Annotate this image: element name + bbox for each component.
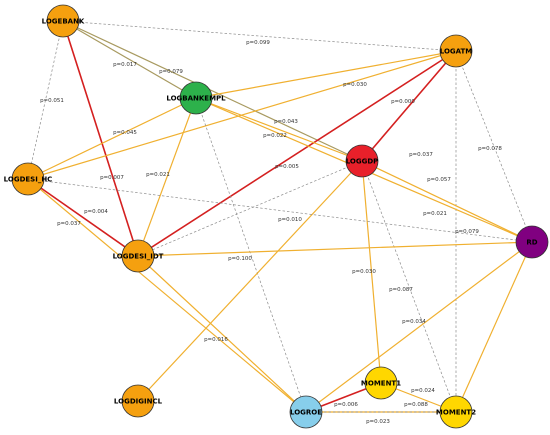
node-logdesi-idt[interactable]: LOGDESI_IDT (113, 239, 164, 273)
node-label: RD (526, 239, 537, 247)
edge-label: p=0.005 (275, 164, 299, 170)
node-circle (289, 395, 323, 429)
node-moment1[interactable]: MOMENT1 (361, 366, 401, 400)
node-label: LOGBANKEMPL (166, 95, 226, 103)
node-loggdp[interactable]: LOGGDP (345, 144, 379, 178)
edge-logdesi_hc-logroe (27, 178, 307, 413)
node-label: LOGROE (290, 409, 322, 417)
edge-label: p=0.024 (411, 388, 435, 394)
edge-label: p=0.023 (366, 419, 390, 425)
edge-label: p=0.100 (228, 256, 252, 262)
edge-label: p=0.078 (478, 146, 502, 152)
edge-logbankempl-loggdp (195, 97, 363, 162)
edge-logebank-logbankempl (62, 20, 197, 99)
edge-label: p=0.079 (455, 229, 479, 235)
node-moment2[interactable]: MOMENT2 (436, 395, 476, 429)
edge-label: p=0.045 (113, 130, 137, 136)
node-label: LOGDESI_IDT (113, 253, 164, 261)
edges-layer (27, 20, 533, 413)
node-circle (46, 4, 80, 38)
edge-loggdp-logdesi_idt (137, 160, 363, 257)
node-circle (439, 395, 473, 429)
edge-logdesi_hc-rd (27, 178, 533, 243)
edge-loggdp-moment1 (361, 160, 382, 384)
edge-label: p=0.021 (423, 211, 447, 217)
edge-label: p=0.079 (159, 69, 183, 75)
edge-label: p=0.007 (100, 175, 124, 181)
node-label: LOGATM (440, 48, 473, 56)
edge-logatm-logbankempl (195, 50, 457, 99)
node-circle (439, 34, 473, 68)
edge-label: p=0.088 (404, 402, 428, 408)
edge-label: p=0.051 (40, 98, 64, 104)
edge-label: p=0.057 (427, 177, 451, 183)
edge-logatm-logdesi_idt (137, 50, 457, 257)
edge-label: p=0.037 (57, 221, 81, 227)
edge-logatm-loggdp (361, 50, 457, 162)
node-rd[interactable]: RD (515, 225, 549, 259)
node-logbankempl[interactable]: LOGBANKEMPL (166, 81, 226, 115)
edge-label: p=0.022 (263, 133, 287, 139)
node-logroe[interactable]: LOGROE (289, 395, 323, 429)
node-circle (121, 384, 155, 418)
edge-label: p=0.034 (402, 319, 426, 325)
edge-loggdp-logdigincl (137, 160, 363, 402)
edge-label: p=0.004 (84, 209, 108, 215)
node-circle (11, 162, 45, 196)
edge-label: p=0.043 (274, 119, 298, 125)
edge-label: p=0.037 (409, 152, 433, 158)
edge-logebank-logatm (62, 20, 457, 52)
node-circle (179, 81, 213, 115)
node-logebank[interactable]: LOGEBANK (42, 4, 85, 38)
node-circle (515, 225, 549, 259)
edge-label: p=0.016 (204, 337, 228, 343)
node-label: LOGEBANK (42, 18, 85, 26)
node-circle (121, 239, 155, 273)
edge-logebank-logdesi_idt (62, 20, 139, 257)
edge-label: p=0.087 (389, 287, 413, 293)
edge-rd-logroe (305, 241, 533, 413)
node-label: LOGDESI_HC (4, 176, 53, 184)
edge-logebank-loggdp (62, 20, 363, 162)
node-logatm[interactable]: LOGATM (439, 34, 473, 68)
edge-logbankempl-logdesi_idt (137, 97, 197, 257)
edge-label: p=0.021 (146, 172, 170, 178)
edge-logdesi_idt-logroe (137, 255, 307, 413)
edge-loggdp-rd (361, 160, 533, 243)
node-label: LOGDIGINCL (114, 398, 163, 406)
node-label: MOMENT2 (436, 409, 476, 417)
edge-label: p=0.099 (246, 40, 270, 46)
edge-label: p=0.030 (343, 82, 367, 88)
edge-rd-moment2 (455, 241, 533, 413)
node-logdesi-hc[interactable]: LOGDESI_HC (4, 162, 53, 196)
edge-logdesi_idt-rd (137, 241, 533, 257)
nodes-layer: LOGEBANK LOGATM LOGBANKEMPL LOGGDP LOGDESI_H… (4, 4, 549, 429)
edge-label: p=0.006 (334, 402, 358, 408)
node-label: MOMENT1 (361, 380, 401, 388)
edge-label: p=0.010 (278, 217, 302, 223)
edge-label: p=0.030 (352, 269, 376, 275)
node-logdigincl[interactable]: LOGDIGINCL (114, 384, 163, 418)
node-circle (345, 144, 379, 178)
edge-labels-layer: p=0.099 p=0.079 p=0.017 p=0.051 p=0.007 p=0.0… (40, 40, 502, 425)
edge-label: p=0.017 (113, 62, 137, 68)
edge-logatm-rd (455, 50, 533, 243)
edge-logbankempl-logdesi_hc (27, 97, 197, 180)
edge-logdesi_hc-logdesi_idt (27, 178, 139, 257)
edge-logbankempl-logroe (195, 97, 307, 413)
edge-label: p=0.000 (391, 99, 415, 105)
node-circle (364, 366, 398, 400)
node-label: LOGGDP (346, 158, 379, 166)
